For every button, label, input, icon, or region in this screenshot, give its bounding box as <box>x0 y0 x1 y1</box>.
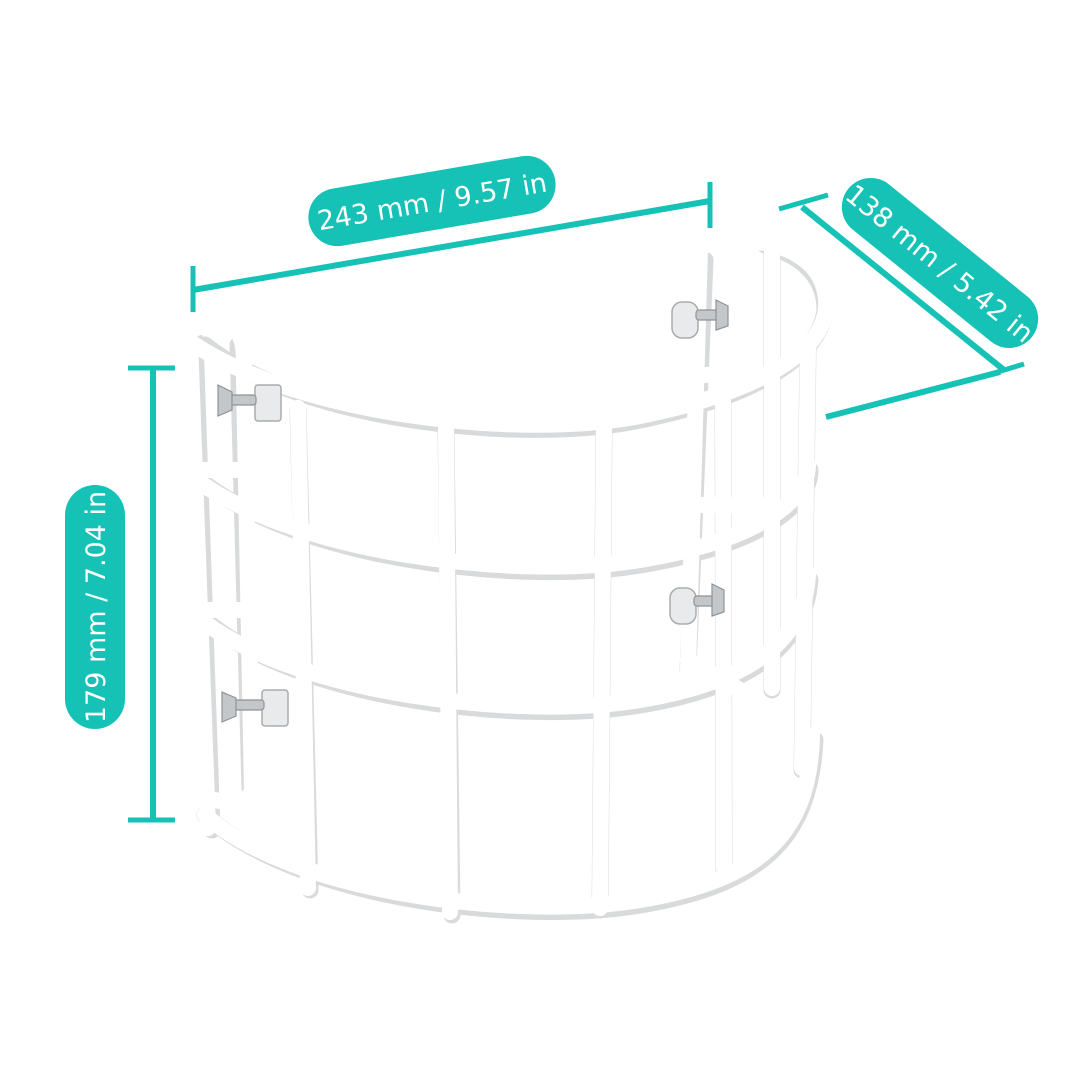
height-dimension-label: 179 mm / 7.04 in <box>81 491 112 723</box>
thumb-screw-right-bottom <box>669 583 725 625</box>
thumb-screw-left-bottom <box>221 689 289 727</box>
depth-dimension-pill <box>841 177 1039 349</box>
width-dimension-pill <box>308 155 556 247</box>
depth-dimension-cap-top <box>778 192 829 212</box>
height-dimension-pill <box>65 485 125 729</box>
thumb-screw-left-top <box>217 384 282 422</box>
wire-cage-illustration <box>177 233 835 924</box>
thumb-screw-right-top <box>671 299 729 339</box>
depth-dimension-leader <box>825 369 1001 420</box>
width-dimension-line <box>192 198 711 293</box>
height-dimension: 179 mm / 7.04 in <box>65 365 175 823</box>
depth-dimension-line <box>800 204 1006 373</box>
width-dimension: 243 mm / 9.57 in <box>190 155 713 312</box>
